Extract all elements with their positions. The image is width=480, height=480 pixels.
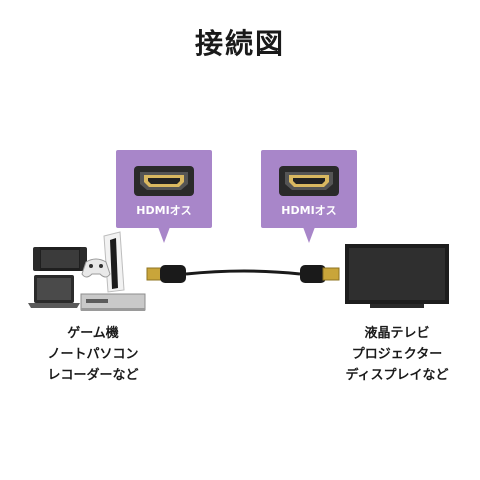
television-icon	[345, 244, 449, 308]
left-connector-label: HDMIオス	[136, 204, 192, 217]
recorder-icon	[80, 293, 146, 311]
source-caption-line: レコーダーなど	[47, 368, 139, 383]
display-devices-caption: 液晶テレビ プロジェクター ディスプレイなど	[322, 323, 472, 386]
page-title: 接続図	[194, 27, 285, 60]
right-connector-callout: HDMIオス	[261, 150, 357, 246]
source-caption-line: ゲーム機	[67, 326, 119, 341]
left-connector-callout: HDMIオス	[116, 150, 212, 246]
display-caption-line: 液晶テレビ	[364, 326, 430, 341]
laptop-icon	[28, 275, 80, 308]
right-connector-label: HDMIオス	[281, 204, 337, 217]
game-controller-icon	[81, 258, 111, 278]
handheld-console-icon	[33, 247, 87, 271]
game-console-icon	[103, 231, 125, 293]
hdmi-male-connector-icon	[134, 166, 194, 196]
hdmi-cable	[146, 265, 340, 283]
display-caption-line: ディスプレイなど	[345, 368, 449, 383]
source-devices-caption: ゲーム機 ノートパソコン レコーダーなど	[18, 323, 168, 386]
source-caption-line: ノートパソコン	[47, 347, 139, 362]
display-caption-line: プロジェクター	[351, 347, 443, 362]
hdmi-male-connector-icon	[279, 166, 339, 196]
